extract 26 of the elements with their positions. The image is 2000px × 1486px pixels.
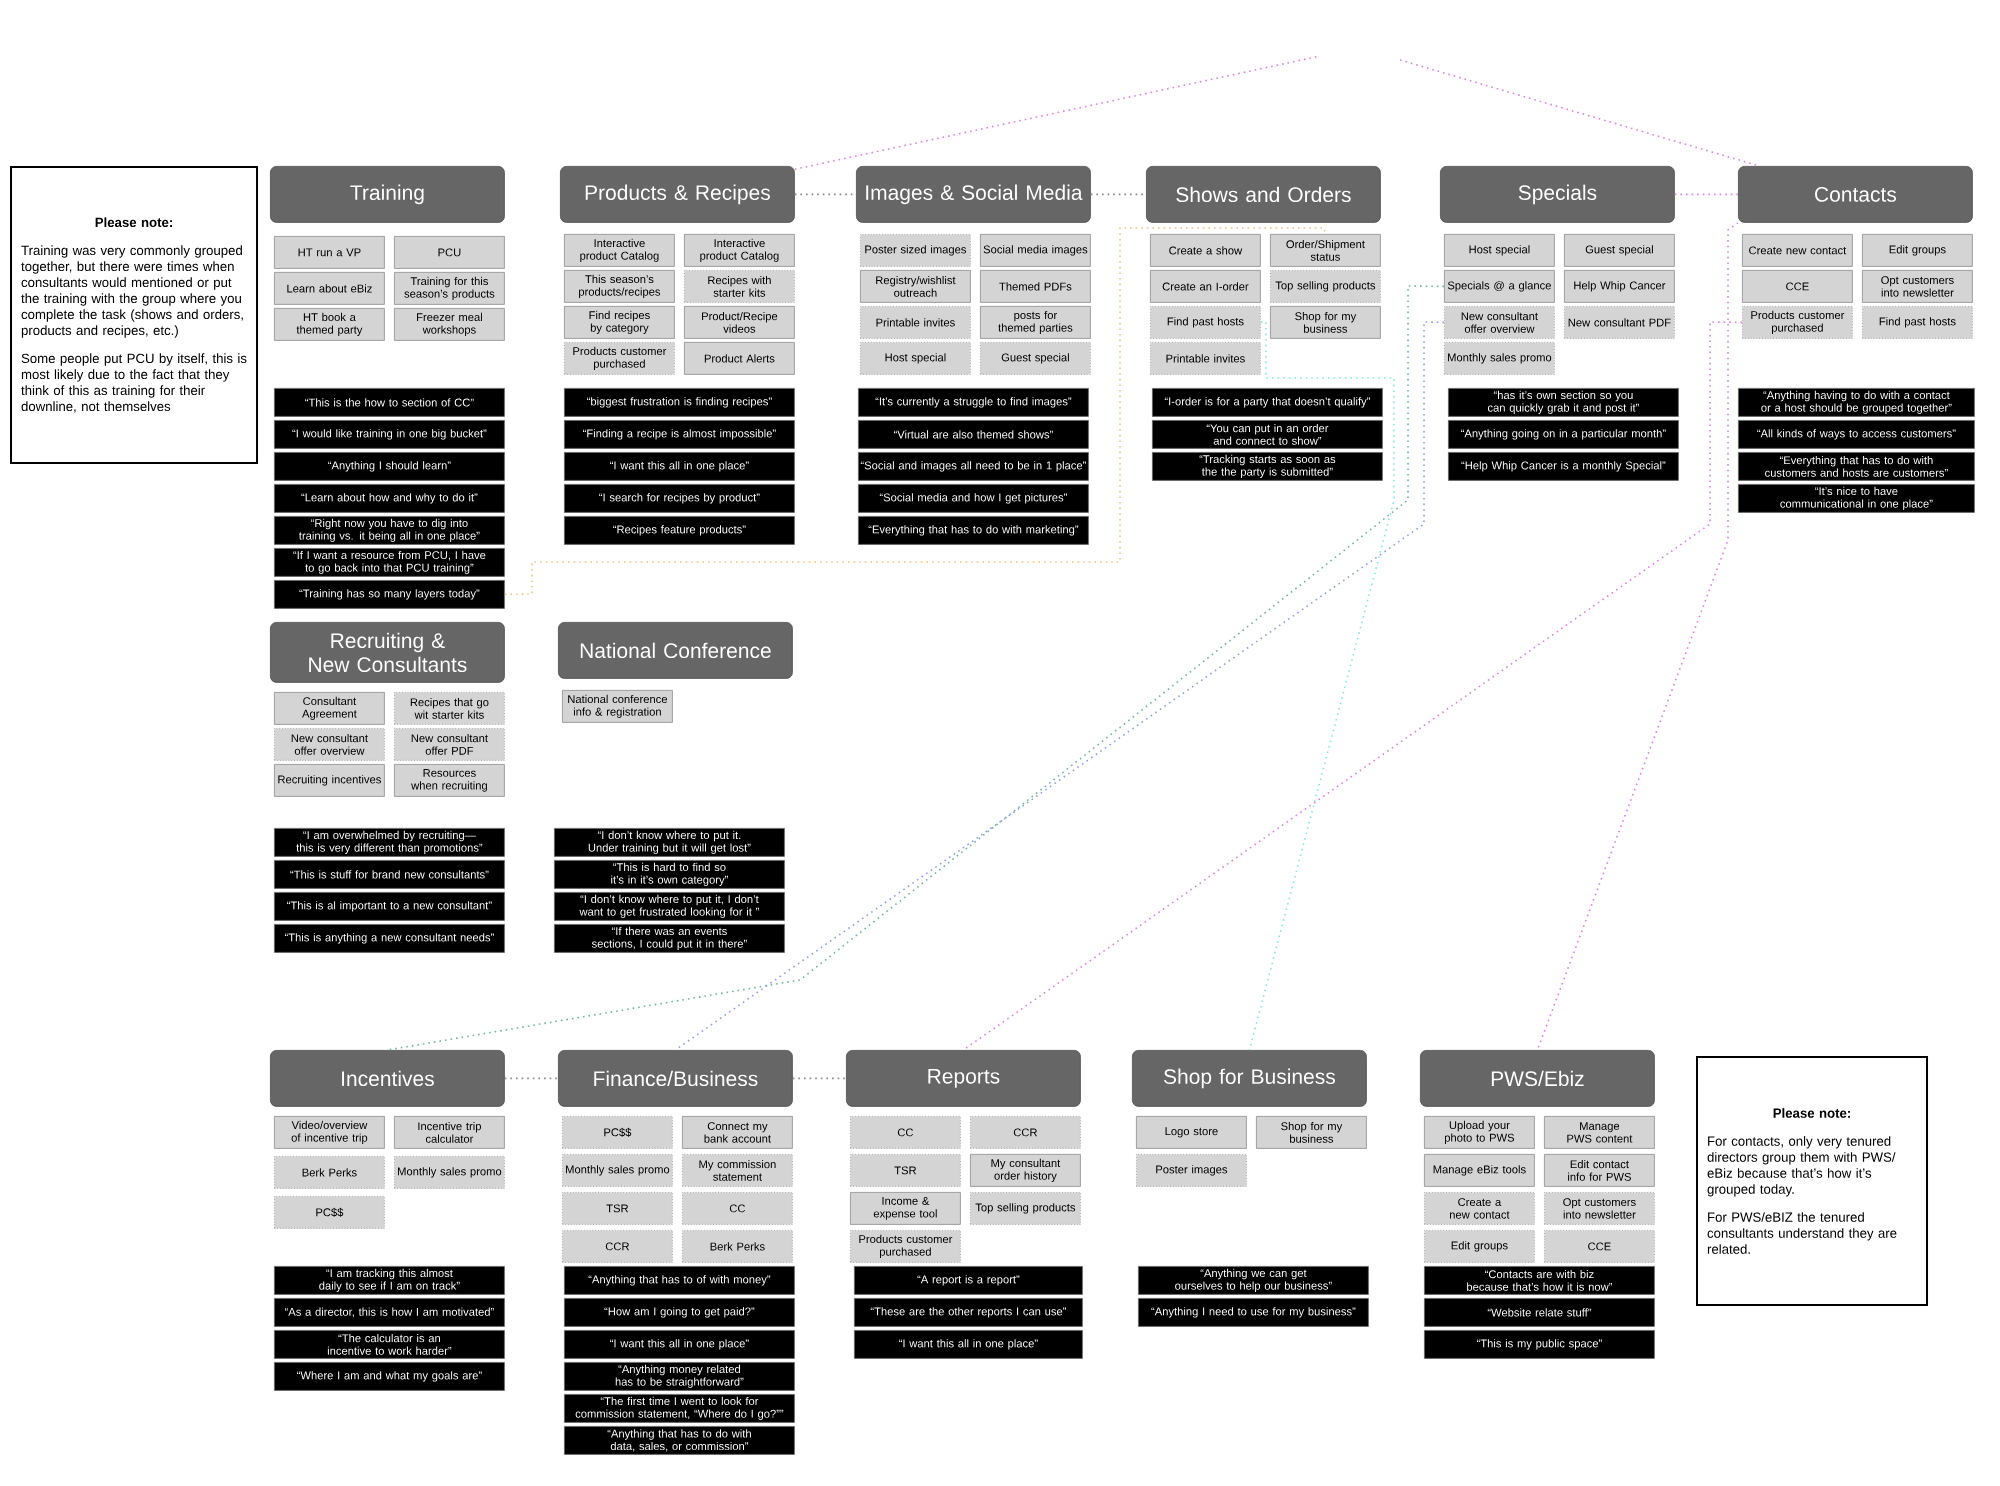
dotted-connector — [1248, 321, 1395, 1051]
category-header: Finance/Business — [558, 1050, 793, 1107]
category-header: Shows and Orders — [1146, 166, 1381, 223]
dotted-connector — [504, 1077, 559, 1080]
category-header: PWS/Ebiz — [1420, 1050, 1655, 1107]
dotted-connector — [674, 321, 1445, 1051]
dotted-connector — [1090, 193, 1147, 196]
category-header: Images & Social Media — [856, 166, 1091, 223]
category-header: Recruiting & New Consultants — [270, 622, 505, 683]
dotted-connector — [794, 55, 1321, 171]
category-header: Specials — [1440, 166, 1675, 223]
category-header: Training — [270, 166, 505, 223]
category-header: Contacts — [1738, 166, 1973, 223]
category-header: Shop for Business — [1132, 1050, 1367, 1107]
category-header: National Conference — [558, 622, 793, 679]
dotted-connector — [504, 227, 1327, 596]
dotted-connector — [386, 285, 1445, 1051]
dotted-connector — [794, 193, 857, 196]
dotted-connector — [1674, 193, 1739, 196]
category-header: Products & Recipes — [560, 166, 795, 223]
category-header: Reports — [846, 1050, 1081, 1107]
dotted-connector — [1536, 222, 1739, 1051]
dotted-connector — [1399, 59, 1760, 167]
category-header: Incentives — [270, 1050, 505, 1107]
dotted-connector — [962, 321, 1743, 1051]
dotted-connector — [792, 1077, 847, 1080]
